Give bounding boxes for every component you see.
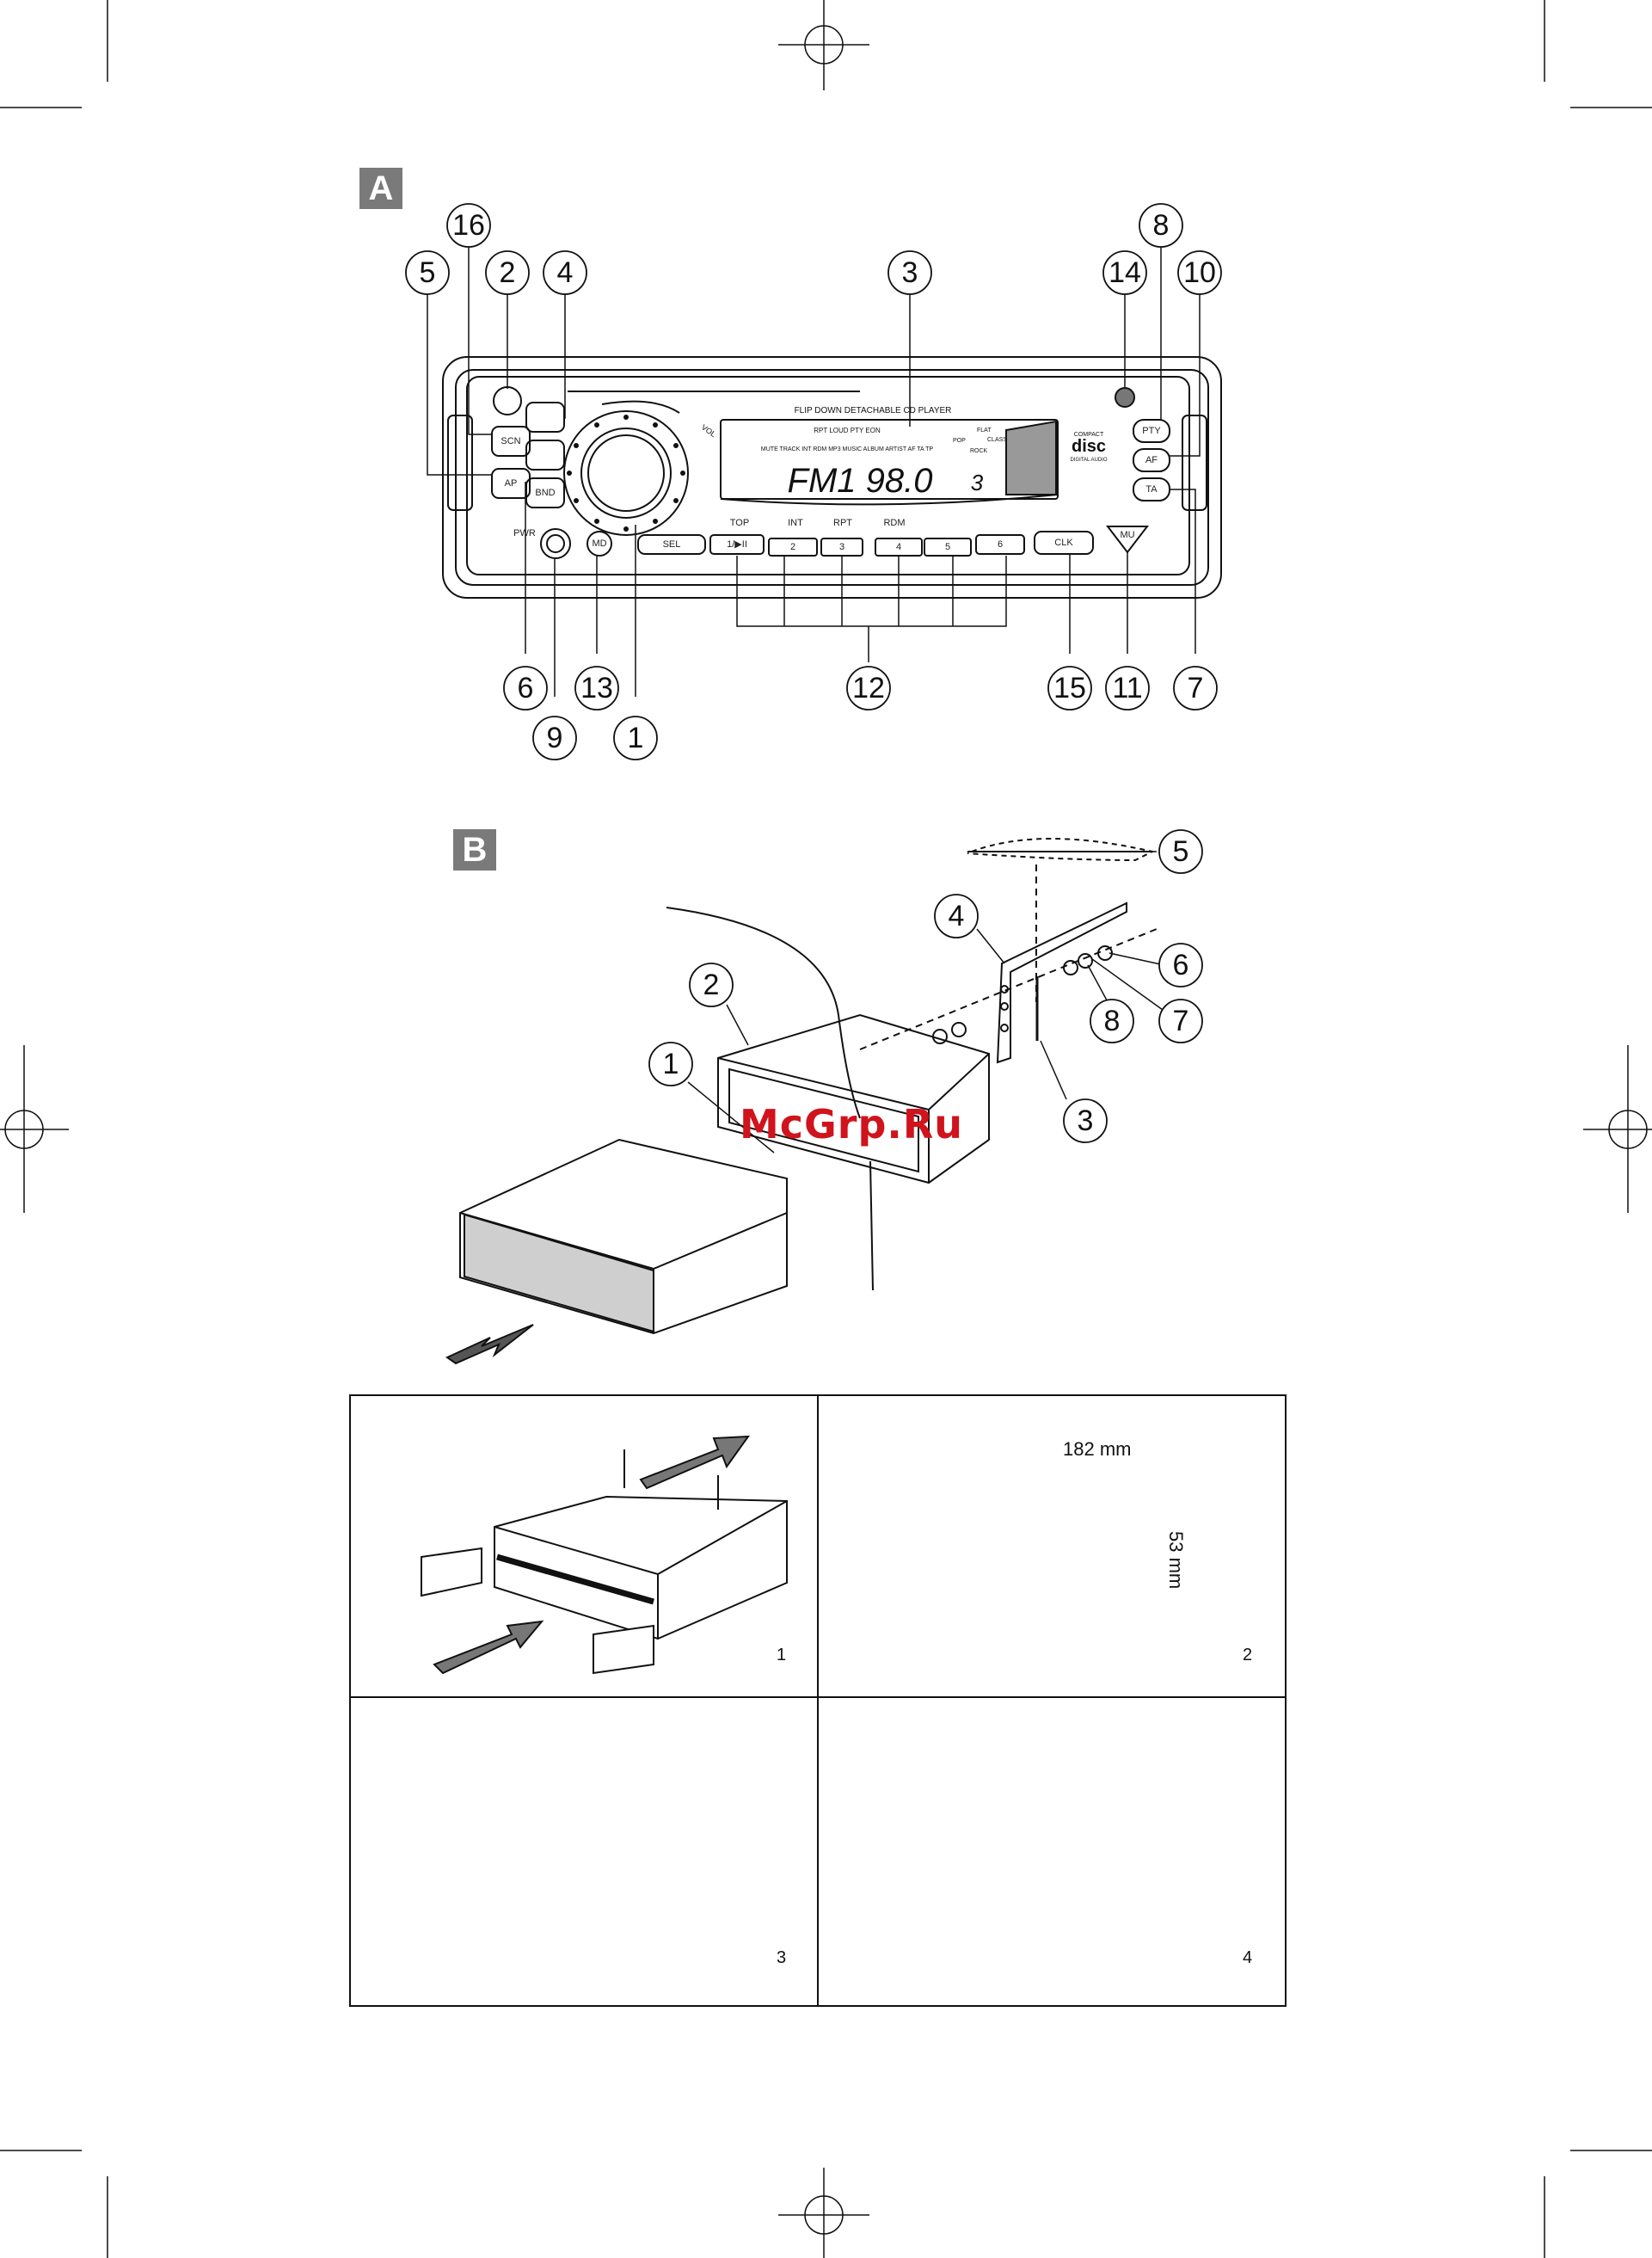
preset-5-button[interactable]: 5 <box>945 542 950 552</box>
preset-4-button[interactable]: 4 <box>896 542 901 552</box>
width-dimension: 182 mm <box>1063 1438 1132 1460</box>
watermark: McGrp.Ru <box>740 1101 964 1147</box>
callout-12: 12 <box>852 672 885 704</box>
callout-b-2: 2 <box>703 969 720 1001</box>
preset-rdm-label: RDM <box>883 518 905 528</box>
callout-11: 11 <box>1112 672 1142 704</box>
callout-6: 6 <box>518 672 534 704</box>
pwr-label: PWR <box>513 528 536 538</box>
pty-button[interactable]: PTY <box>1142 426 1161 436</box>
callout-b-5: 5 <box>1173 835 1189 868</box>
callout-b-6: 6 <box>1173 949 1189 981</box>
exploded-view <box>445 838 1158 1365</box>
step-1-number: 1 <box>777 1646 787 1664</box>
step-4-number: 4 <box>1243 1948 1253 1967</box>
section-a-tag: A <box>359 168 402 209</box>
callout-9: 9 <box>547 722 563 754</box>
callout-b-7: 7 <box>1173 1005 1189 1037</box>
md-button[interactable]: MD <box>592 538 606 549</box>
step-3-number: 3 <box>777 1948 787 1967</box>
preset-6-button[interactable]: 6 <box>998 539 1003 550</box>
vol-label: VOL <box>700 422 717 439</box>
callout-4: 4 <box>557 256 574 289</box>
eq-rock: ROCK <box>970 448 988 454</box>
callout-10: 10 <box>1183 256 1216 289</box>
section-b-tag: B <box>453 829 496 871</box>
eq-pop: POP <box>953 438 966 444</box>
callout-1: 1 <box>628 722 644 754</box>
mu-button[interactable]: MU <box>1120 530 1134 540</box>
device-header-text: FLIP DOWN DETACHABLE CD PLAYER <box>795 406 952 415</box>
callout-16: 16 <box>452 209 485 242</box>
callout-14: 14 <box>1108 256 1141 289</box>
eq-flat: FLAT <box>977 428 992 434</box>
callout-8: 8 <box>1153 209 1170 242</box>
preset-1-button[interactable]: 1/▶II <box>727 539 747 550</box>
callout-3: 3 <box>902 256 918 289</box>
step-2-number: 2 <box>1243 1646 1253 1664</box>
callout-15: 15 <box>1053 672 1086 704</box>
ap-button[interactable]: AP <box>505 478 518 489</box>
ta-button[interactable]: TA <box>1145 484 1158 495</box>
lcd-main-readout: FM1 98.0 <box>788 462 933 500</box>
callout-b-3: 3 <box>1078 1104 1094 1137</box>
logo-compact: COMPACT <box>1074 432 1104 438</box>
eq-class: CLASS <box>987 437 1007 443</box>
callout-b-8: 8 <box>1104 1005 1121 1037</box>
clk-button[interactable]: CLK <box>1054 538 1073 548</box>
callout-13: 13 <box>580 672 613 704</box>
lcd-row2: MUTE TRACK INT RDM MP3 MUSIC ALBUM ARTIS… <box>761 446 934 452</box>
height-dimension: 53 mm <box>1165 1531 1187 1590</box>
knob-ticks <box>567 415 685 532</box>
callout-2: 2 <box>500 256 516 289</box>
logo-digital-audio: DIGITAL AUDIO <box>1070 458 1107 463</box>
callout-b-4: 4 <box>949 900 965 932</box>
callout-circles-a <box>405 203 1222 760</box>
logo-disc: disc <box>1072 437 1106 456</box>
sel-button[interactable]: SEL <box>663 539 681 550</box>
bnd-button[interactable]: BND <box>535 488 555 498</box>
preset-rpt-label: RPT <box>833 518 852 528</box>
lcd-row1: RPT LOUD PTY EON <box>814 427 881 434</box>
callout-circles-b <box>648 829 1203 1143</box>
callout-leaders-a <box>427 247 1201 697</box>
callout-7: 7 <box>1188 672 1204 704</box>
callout-5: 5 <box>420 256 436 289</box>
preset-int-label: INT <box>788 518 803 528</box>
preset-3-button[interactable]: 3 <box>839 542 844 552</box>
scn-button[interactable]: SCN <box>501 436 520 446</box>
callout-b-1: 1 <box>663 1048 679 1080</box>
preset-2-button[interactable]: 2 <box>790 542 795 552</box>
af-button[interactable]: AF <box>1145 455 1158 465</box>
preset-top-label: TOP <box>730 518 749 528</box>
step-1-illustration <box>421 1435 788 1675</box>
lcd-preset: 3 <box>971 470 984 495</box>
step-grid <box>349 1394 1287 2007</box>
